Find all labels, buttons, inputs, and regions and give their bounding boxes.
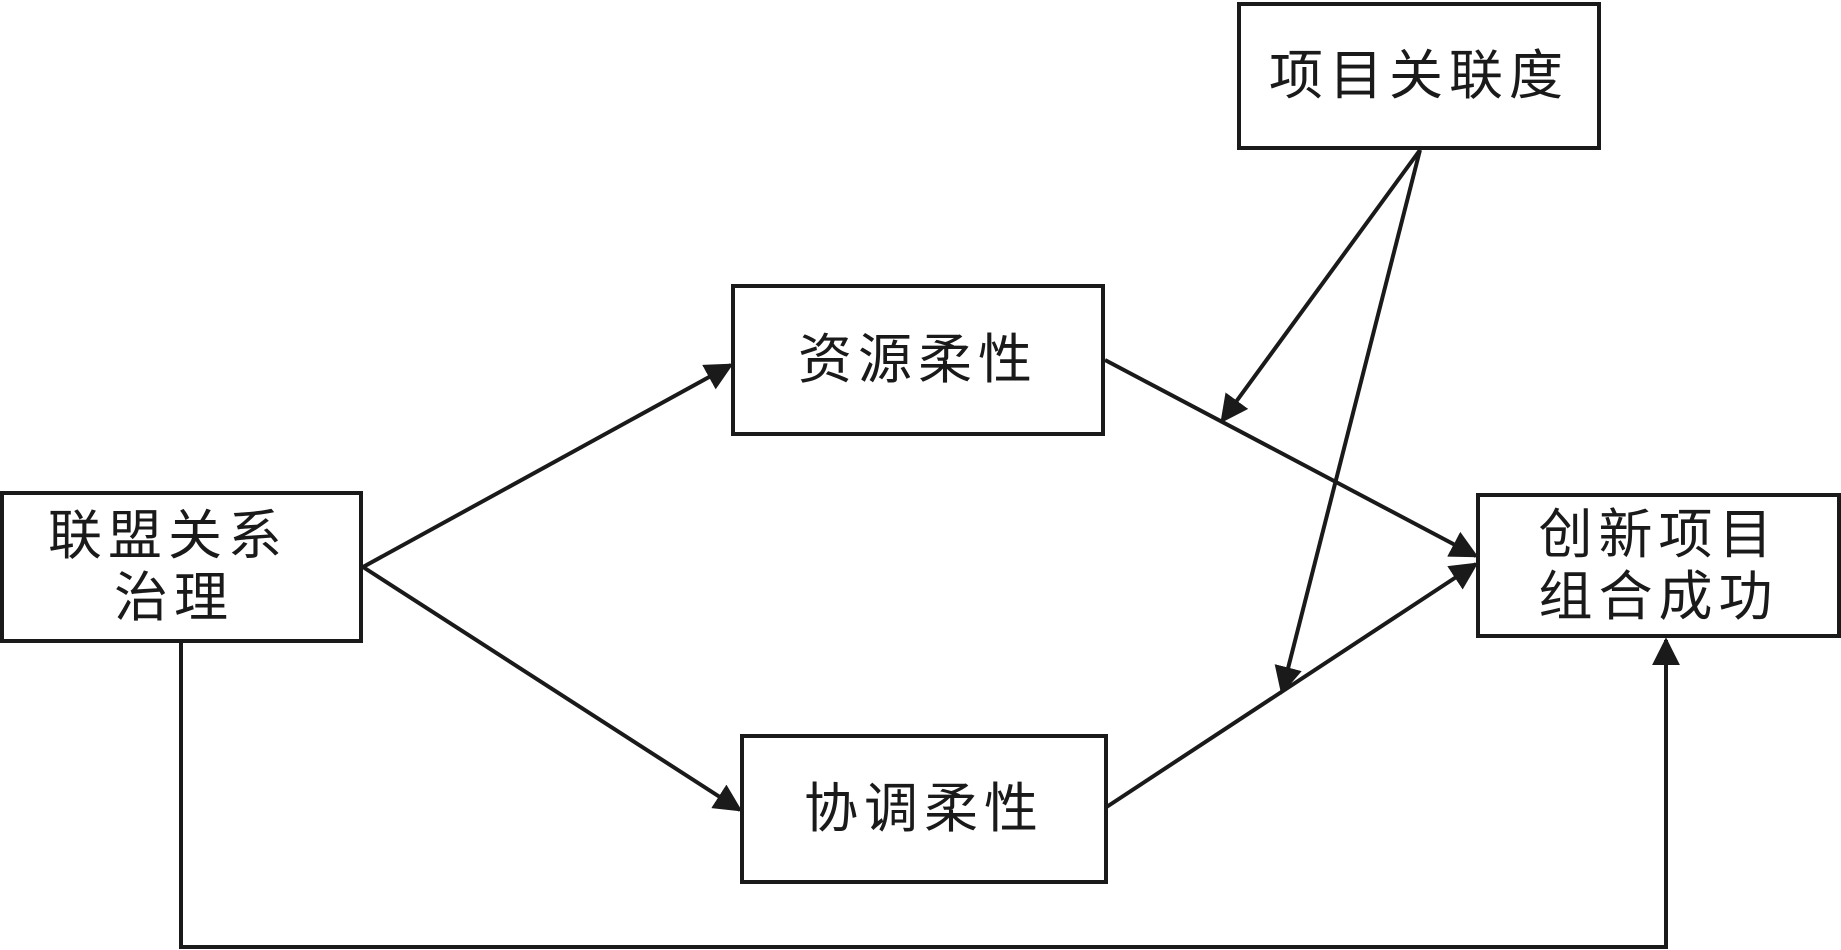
arrow-relatedness-to-coordination-path	[1274, 149, 1422, 695]
node-coordination-flexibility: 协调柔性	[740, 734, 1108, 884]
node-alliance-governance-line2: 治理	[114, 566, 234, 629]
node-alliance-governance-line1: 联盟关系	[48, 504, 288, 567]
arrow-resource-to-success	[1104, 358, 1479, 558]
arrow-coordination-to-success	[1103, 562, 1479, 810]
arrow-governance-to-success-direct	[179, 637, 1680, 949]
node-project-relatedness: 项目关联度	[1237, 2, 1601, 150]
node-innovation-success-line1: 创新项目	[1538, 502, 1779, 566]
node-resource-flexibility: 资源柔性	[731, 284, 1105, 436]
node-project-relatedness-label: 项目关联度	[1269, 44, 1569, 107]
node-resource-flexibility-label: 资源柔性	[798, 328, 1038, 391]
arrow-governance-to-coordination	[361, 565, 743, 812]
node-alliance-governance: 联盟关系 治理	[0, 491, 363, 643]
node-coordination-flexibility-label: 协调柔性	[804, 777, 1044, 840]
node-alliance-governance-label: 联盟关系 治理	[48, 505, 288, 629]
node-innovation-success-line2: 组合成功	[1538, 564, 1779, 628]
node-innovation-success: 创新项目 组合成功	[1476, 493, 1841, 638]
node-innovation-success-label: 创新项目 组合成功	[1538, 502, 1779, 628]
arrow-relatedness-to-resource-path	[1220, 148, 1422, 424]
arrow-governance-to-resource	[362, 363, 734, 569]
